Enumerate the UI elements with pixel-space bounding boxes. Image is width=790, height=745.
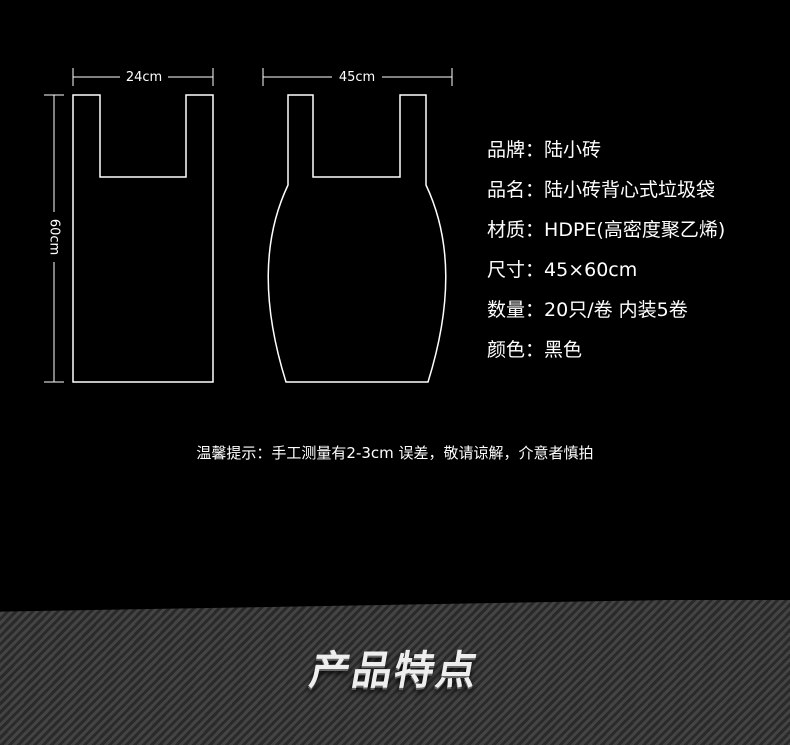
unfolded-bag-outline xyxy=(267,94,447,383)
dimension-label-width-small: 24cm xyxy=(126,70,162,85)
dimension-width-large: 45cm xyxy=(262,68,453,86)
bag-dimension-diagram: 24cm 45cm 60cm xyxy=(44,68,453,383)
feature-banner: 产品特点 xyxy=(0,600,790,745)
spec-row-material: 材质：HDPE(高密度聚乙烯) xyxy=(487,219,726,241)
spec-row-quantity: 数量：20只/卷 内装5卷 xyxy=(487,299,688,321)
measurement-notice: 温馨提示：手工测量有2-3cm 误差，敬请谅解，介意者慎拍 xyxy=(196,444,594,462)
dimension-label-height: 60cm xyxy=(47,219,62,255)
spec-row-size: 尺寸：45×60cm xyxy=(487,259,638,281)
product-specs: 品牌：陆小砖 品名：陆小砖背心式垃圾袋 材质：HDPE(高密度聚乙烯) 尺寸：4… xyxy=(487,130,725,370)
dimension-height: 60cm xyxy=(44,94,64,383)
spec-row-product-name: 品名：陆小砖背心式垃圾袋 xyxy=(487,179,716,201)
spec-row-brand: 品牌：陆小砖 xyxy=(487,139,602,161)
spec-row-color: 颜色：黑色 xyxy=(487,339,583,361)
folded-bag-outline xyxy=(72,94,214,383)
dimension-width-small: 24cm xyxy=(72,68,214,86)
dimension-label-width-large: 45cm xyxy=(339,70,375,85)
banner-title: 产品特点 xyxy=(306,648,483,694)
